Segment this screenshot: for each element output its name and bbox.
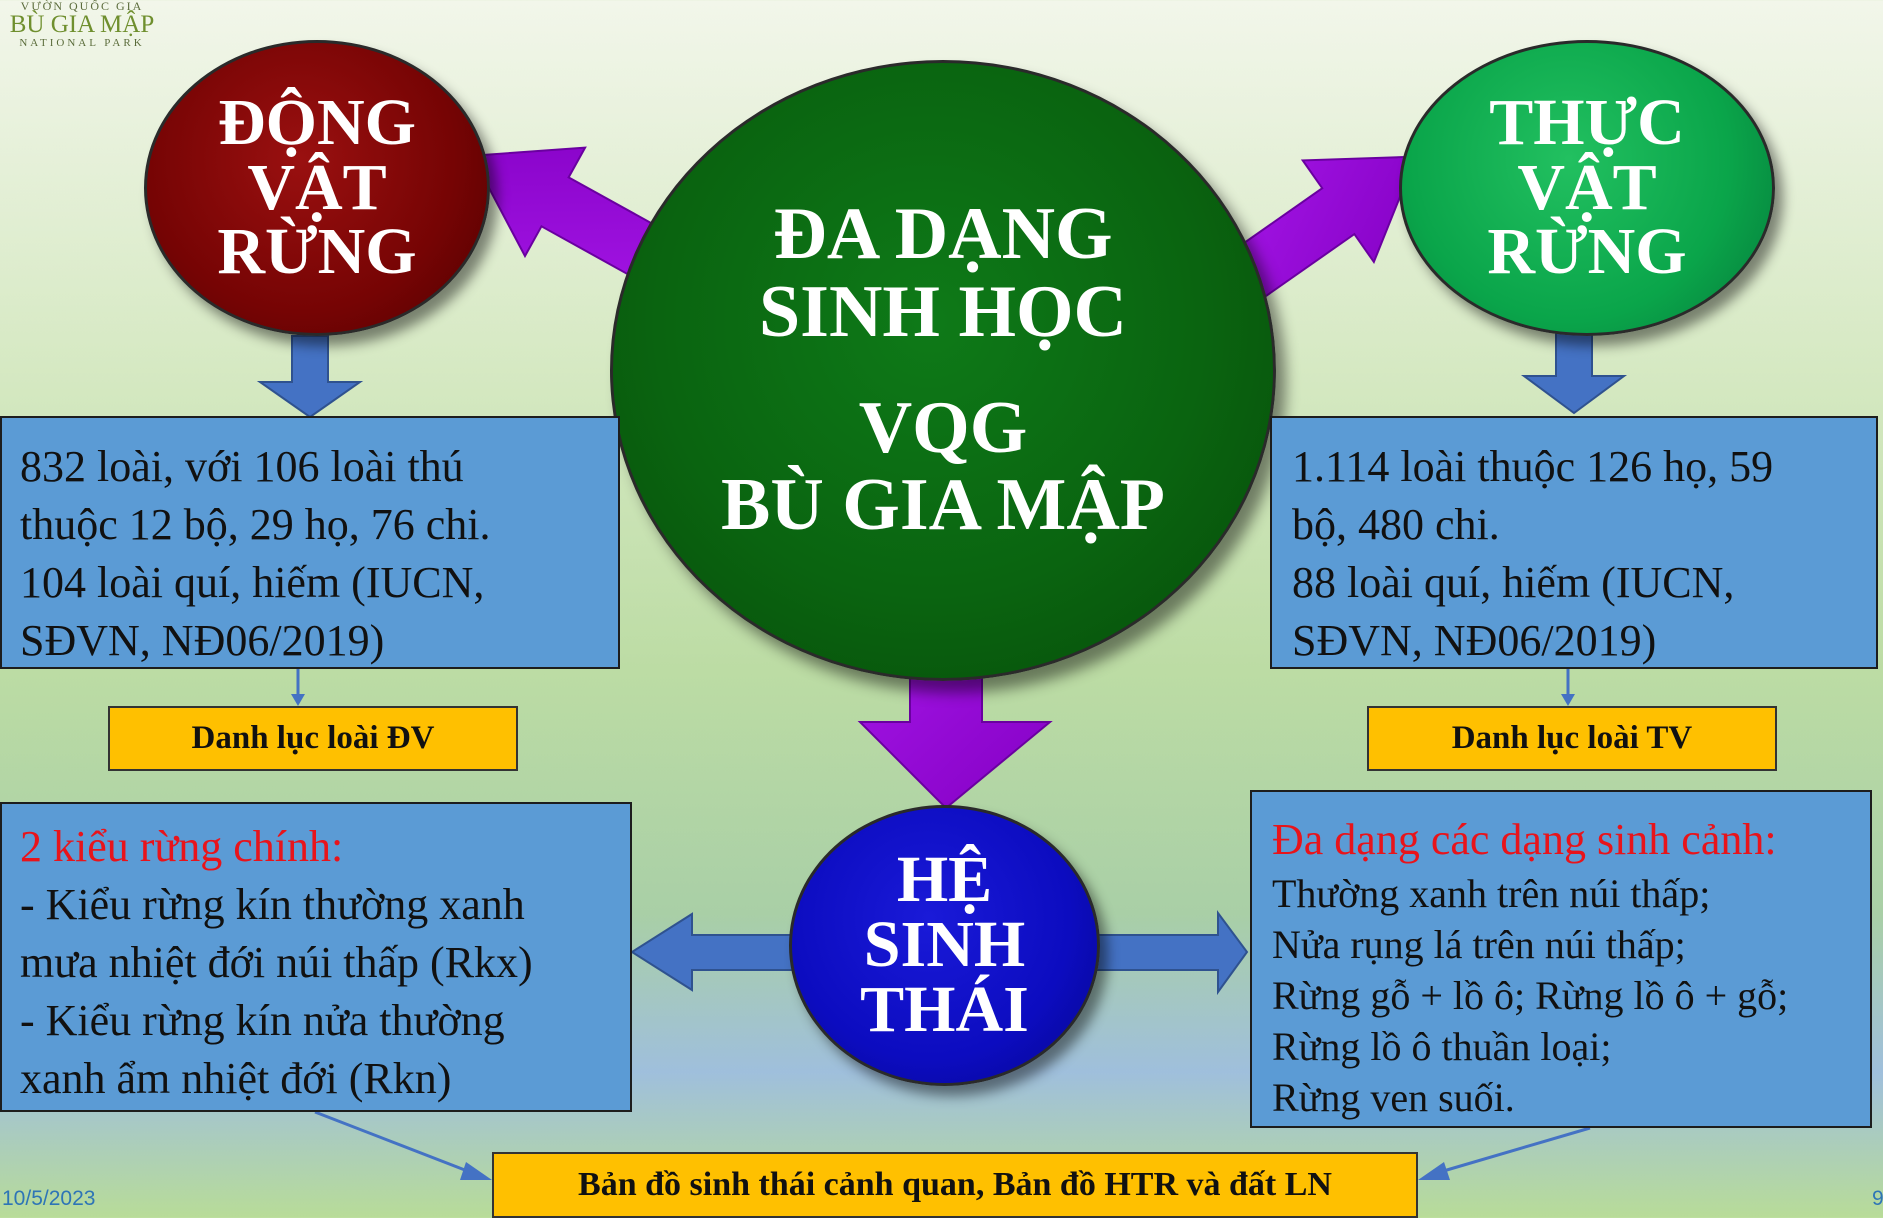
slide-number: 9 bbox=[1872, 1187, 1883, 1210]
habitat-line: Nửa rụng lá trên núi thấp; bbox=[1272, 922, 1686, 967]
logo-line-1: VƯỜN QUỐC GIA bbox=[20, 0, 144, 13]
fauna-circle-line-3: RỪNG bbox=[217, 215, 417, 289]
flora-circle-line-1: THỰC bbox=[1489, 85, 1685, 159]
forest-type-line: - Kiểu rừng kín nửa thường bbox=[20, 996, 505, 1045]
habitats-heading: Đa dạng các dạng sinh cảnh: bbox=[1272, 815, 1777, 864]
flora-circle-line-3: RỪNG bbox=[1487, 215, 1687, 289]
arrow-to-flora bbox=[1222, 155, 1418, 305]
biodiversity-center-circle: ĐA DẠNG SINH HỌC VQG BÙ GIA MẬP bbox=[610, 60, 1276, 681]
fauna-stats-line: thuộc 12 bộ, 29 họ, 76 chi. bbox=[20, 500, 491, 549]
forest-types-box: 2 kiểu rừng chính: - Kiểu rừng kín thườn… bbox=[0, 802, 632, 1112]
forest-type-line: mưa nhiệt đới núi thấp (Rkx) bbox=[20, 938, 533, 987]
arrow-fauna-to-stats bbox=[256, 335, 364, 419]
habitats-box: Đa dạng các dạng sinh cảnh: Thường xanh … bbox=[1250, 790, 1872, 1128]
habitat-line: Rừng gỗ + lồ ô; Rừng lồ ô + gỗ; bbox=[1272, 973, 1789, 1018]
forest-type-line: - Kiểu rừng kín thường xanh bbox=[20, 880, 525, 929]
logo-line-2: BÙ GIA MẬP bbox=[9, 11, 155, 38]
arrow-habitats-to-map bbox=[1418, 1126, 1591, 1180]
fauna-circle-line-1: ĐỘNG bbox=[217, 85, 416, 159]
flora-stats-line: SĐVN, NĐ06/2019) bbox=[1292, 616, 1657, 665]
fauna-stats-line: 832 loài, với 106 loài thú bbox=[20, 442, 464, 491]
flora-species-list-label: Danh lục loài TV bbox=[1367, 706, 1777, 771]
slide-date: 10/5/2023 bbox=[2, 1187, 96, 1210]
flora-circle-line-2: VẬT bbox=[1517, 150, 1657, 224]
ecosystem-circle-line-3: THÁI bbox=[860, 972, 1029, 1046]
fauna-species-list-label: Danh lục loài ĐV bbox=[108, 706, 518, 771]
flora-stats-box: 1.114 loài thuộc 126 họ, 59 bộ, 480 chi.… bbox=[1270, 416, 1878, 669]
park-logo: VƯỜN QUỐC GIA BÙ GIA MẬP NATIONAL PARK bbox=[2, 0, 162, 49]
center-line-4: BÙ GIA MẬP bbox=[721, 464, 1165, 547]
fauna-stats-box: 832 loài, với 106 loài thú thuộc 12 bộ, … bbox=[0, 416, 620, 669]
center-line-2: SINH HỌC bbox=[758, 270, 1127, 353]
arrow-ecosystem-to-habitats bbox=[1091, 909, 1249, 996]
forest-type-line: xanh ẩm nhiệt đới (Rkn) bbox=[20, 1054, 452, 1103]
center-line-3: VQG bbox=[858, 386, 1028, 469]
habitat-line: Thường xanh trên núi thấp; bbox=[1272, 871, 1711, 916]
arrow-stats-to-fauna-list bbox=[291, 669, 305, 706]
fauna-circle-line-2: VẬT bbox=[247, 150, 387, 224]
forest-types-heading: 2 kiểu rừng chính: bbox=[20, 822, 344, 871]
arrow-stats-to-flora-list bbox=[1561, 669, 1575, 706]
fauna-stats-line: SĐVN, NĐ06/2019) bbox=[20, 616, 385, 665]
arrow-ecosystem-to-forest bbox=[630, 912, 796, 992]
center-line-1: ĐA DẠNG bbox=[773, 193, 1113, 276]
ecosystem-circle-line-1: HỆ bbox=[896, 843, 993, 917]
fauna-stats-line: 104 loài quí, hiếm (IUCN, bbox=[20, 558, 485, 607]
flora-stats-line: 1.114 loài thuộc 126 họ, 59 bbox=[1292, 442, 1774, 491]
ecosystem-circle-line-2: SINH bbox=[863, 908, 1026, 982]
arrow-forest-to-map bbox=[314, 1110, 492, 1180]
ecosystem-circle: HỆ SINH THÁI bbox=[789, 805, 1100, 1086]
logo-line-3: NATIONAL PARK bbox=[19, 37, 145, 49]
flora-circle: THỰC VẬT RỪNG bbox=[1399, 40, 1775, 336]
fauna-circle: ĐỘNG VẬT RỪNG bbox=[144, 40, 490, 336]
flora-stats-line: 88 loài quí, hiếm (IUCN, bbox=[1292, 558, 1735, 607]
habitat-line: Rừng lồ ô thuần loại; bbox=[1272, 1024, 1612, 1069]
maps-label: Bản đồ sinh thái cảnh quan, Bản đồ HTR v… bbox=[492, 1152, 1418, 1218]
flora-stats-line: bộ, 480 chi. bbox=[1292, 500, 1500, 549]
habitat-line: Rừng ven suối. bbox=[1272, 1075, 1515, 1120]
arrow-flora-to-stats bbox=[1520, 329, 1628, 415]
